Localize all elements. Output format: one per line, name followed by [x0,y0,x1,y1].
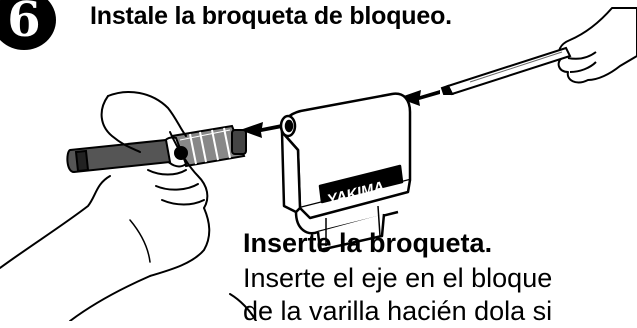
extract-arrow-icon [240,122,282,138]
installation-illustration: YAKIMA [0,7,637,321]
hand-holding-skewer-icon [557,7,637,84]
step-title: Instale la broqueta de bloqueo. [90,2,452,30]
skewer-rod [440,46,572,96]
caption-body: Inserte el eje en el bloque de la varill… [243,262,637,328]
hand-holding-lock-core-icon [0,91,257,321]
lock-core-icon [66,124,247,174]
rack-block-icon: YAKIMA [279,92,412,252]
caption-line-2: de la varilla hacién dola si [243,296,553,326]
insert-arrow-icon [398,90,440,106]
caption-line-1: Inserte el eje en el bloque [243,263,553,293]
caption-title: Inserte la broqueta. [243,228,493,258]
step-number-badge: 6 [0,0,56,50]
